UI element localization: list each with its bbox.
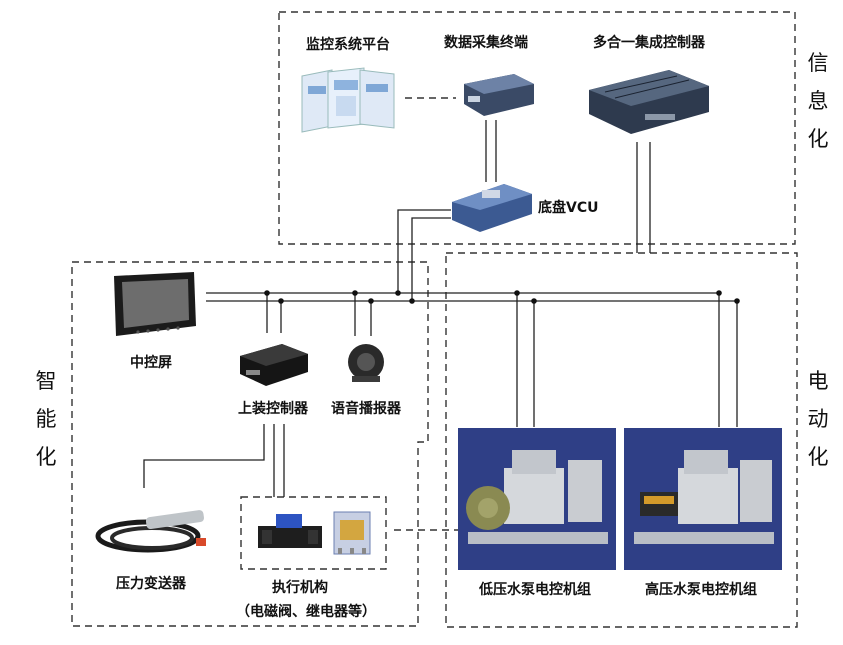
valve-icon	[258, 514, 322, 548]
central-screen-label: 中控屏	[130, 355, 172, 371]
pressure-transmitter-label: 压力变送器	[116, 576, 186, 592]
upper-controller-label: 上装控制器	[238, 401, 308, 417]
chassis-vcu-label: 底盘VCU	[538, 200, 599, 216]
pump-unit-icon	[624, 428, 782, 570]
data-terminal-label: 数据采集终端	[444, 35, 528, 51]
monitor-platform-label: 监控系统平台	[306, 37, 390, 53]
integrated-controller-label: 多合一集成控制器	[593, 35, 705, 51]
smart-region-box	[71, 261, 429, 627]
electric-region-box	[445, 252, 798, 628]
display-screen-icon	[114, 272, 196, 336]
voice-broadcaster-label: 语音播报器	[331, 401, 401, 417]
actuator-label: 执行机构	[272, 580, 328, 596]
pump-unit-icon	[458, 428, 616, 570]
low-pressure-pump-label: 低压水泵电控机组	[479, 582, 591, 598]
relay-icon	[333, 511, 371, 555]
sensor-cable-icon	[95, 510, 206, 553]
smart-region-label: 智 能 化	[35, 369, 57, 469]
vcu-box-icon	[452, 184, 532, 232]
electric-region-label: 电 动 化	[807, 369, 829, 469]
monitor-screens-icon	[301, 67, 395, 133]
actuator-group-box	[240, 496, 387, 570]
actuator-note-label: （电磁阀、继电器等）	[236, 604, 376, 620]
controller-box-icon	[589, 70, 709, 134]
high-pressure-pump-label: 高压水泵电控机组	[645, 582, 757, 598]
info-region-label: 信 息 化	[807, 51, 829, 151]
speaker-icon	[348, 344, 384, 382]
info-region-box	[278, 11, 796, 245]
controller-unit-icon	[240, 344, 308, 386]
terminal-box-icon	[464, 74, 534, 116]
